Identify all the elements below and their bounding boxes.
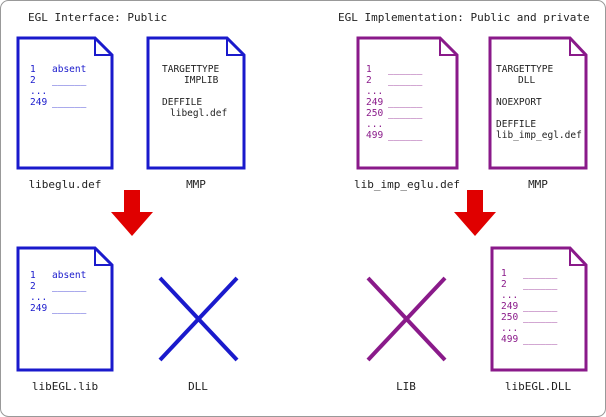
- line-number: ...: [501, 290, 518, 301]
- mmp-line: lib_imp_egl.def: [496, 130, 582, 141]
- line-number: 499: [366, 130, 383, 141]
- mmp-left-caption: MMP: [186, 178, 206, 191]
- line-entry: ______: [523, 268, 558, 279]
- line-number: ...: [366, 86, 383, 97]
- line-number: 2: [30, 281, 36, 292]
- line-entry: ______: [388, 75, 423, 86]
- mmp-line: DEFFILE: [496, 119, 536, 130]
- mmp-line: DLL: [518, 75, 535, 86]
- line-entry: absent: [52, 64, 86, 75]
- mmp-line: TARGETTYPE: [162, 64, 219, 75]
- mmp-line: DEFFILE: [162, 97, 202, 108]
- line-entry: ______: [388, 108, 423, 119]
- line-number: 249: [501, 301, 518, 312]
- mmp-line: libegl.def: [170, 108, 227, 119]
- mmp-right-caption: MMP: [528, 178, 548, 191]
- line-entry: ______: [52, 97, 87, 108]
- mmp-line: IMPLIB: [184, 75, 219, 86]
- line-number: 250: [366, 108, 383, 119]
- libegl-lib-caption: libEGL.lib: [32, 380, 98, 393]
- libegl-dll-document: 1______2______...249______250______...49…: [490, 246, 588, 372]
- line-entry: ______: [388, 97, 423, 108]
- lib-cross-caption: LIB: [396, 380, 416, 393]
- line-number: 1: [30, 64, 36, 75]
- line-number: 249: [366, 97, 383, 108]
- line-number: 499: [501, 334, 518, 345]
- lib-imp-eglu-def-document: 1______2______...249______250______...49…: [356, 36, 459, 170]
- line-number: ...: [30, 86, 47, 97]
- line-entry: ______: [523, 334, 558, 345]
- line-entry: ______: [523, 312, 558, 323]
- title-egl-implementation: EGL Implementation: Public and private: [338, 11, 590, 24]
- libegl-dll-caption: libEGL.DLL: [505, 380, 572, 393]
- libeglu-def-document: 1 absent 2 ______...249 ______: [16, 36, 114, 170]
- line-entry: ______: [388, 64, 423, 75]
- libeglu-def-caption: libeglu.def: [29, 178, 102, 191]
- line-entry: ______: [52, 281, 87, 292]
- line-entry: absent: [52, 270, 86, 281]
- line-number: 250: [501, 312, 518, 323]
- lib-imp-eglu-def-caption: lib_imp_eglu.def: [354, 178, 460, 191]
- line-entry: ______: [523, 279, 558, 290]
- line-number: 1: [501, 268, 507, 279]
- dll-cross-caption: DLL: [188, 380, 208, 393]
- libegl-lib-document: 1 absent 2 ______...249 ______: [16, 246, 114, 372]
- line-entry: ______: [52, 303, 87, 314]
- line-entry: ______: [523, 301, 558, 312]
- line-entry: ______: [52, 75, 87, 86]
- down-arrow-right: [454, 190, 496, 236]
- line-number: 2: [501, 279, 507, 290]
- title-egl-interface: EGL Interface: Public: [28, 11, 167, 24]
- down-arrow-left: [111, 190, 153, 236]
- line-number: 249: [30, 97, 47, 108]
- line-number: 1: [30, 270, 36, 281]
- lib-cross-icon: [366, 276, 447, 362]
- line-number: 249: [30, 303, 47, 314]
- mmp-line: NOEXPORT: [496, 97, 542, 108]
- line-entry: ______: [388, 130, 423, 141]
- line-number: 2: [366, 75, 372, 86]
- line-number: ...: [501, 323, 518, 334]
- mmp-line: TARGETTYPE: [496, 64, 553, 75]
- line-number: 2: [30, 75, 36, 86]
- line-number: ...: [366, 119, 383, 130]
- line-number: ...: [30, 292, 47, 303]
- dll-cross-icon: [158, 276, 239, 362]
- line-number: 1: [366, 64, 372, 75]
